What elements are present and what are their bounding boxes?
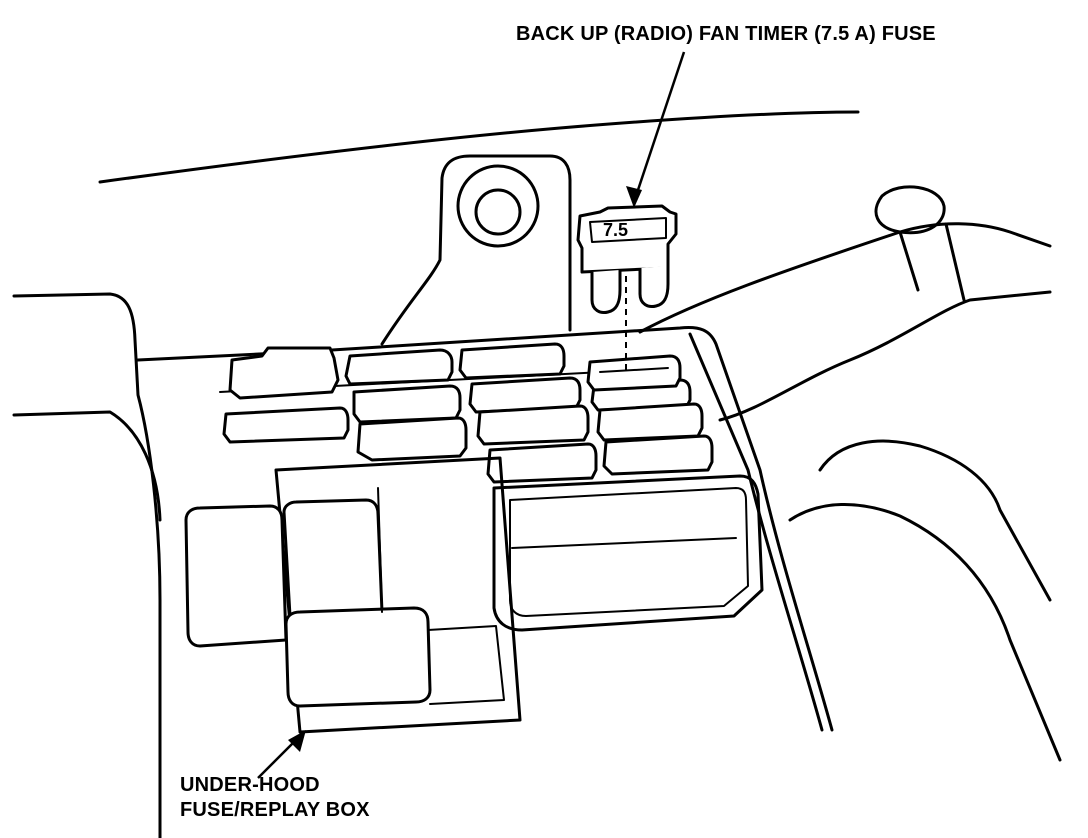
- fuse-box-outline: [136, 326, 834, 732]
- relay-left-2: [282, 498, 384, 618]
- fuse-box-callout-line1: UNDER-HOOD: [180, 774, 320, 796]
- fuse-callout-arrowhead: [626, 186, 642, 208]
- fuse-box-outline-inner: [688, 332, 824, 732]
- hood-edge-line: [98, 110, 860, 184]
- fuse-box-callout-label: UNDER-HOOD FUSE/REPLAY BOX: [180, 773, 370, 823]
- fuse-callout-label: BACK UP (RADIO) FAN TIMER (7.5 A) FUSE: [516, 23, 936, 45]
- fuse-slot-1: [228, 346, 340, 400]
- relay-cover-window: [511, 537, 737, 549]
- fuse-slot-8: [356, 416, 468, 462]
- fuse-slot-9: [476, 404, 590, 446]
- engine-hose: [638, 222, 1052, 334]
- loose-fuse-rating: 7.5: [603, 220, 628, 240]
- loose-fuse-body: [576, 204, 678, 274]
- fuse-callout-leader: [632, 51, 686, 203]
- fuse-box-callout-line2: FUSE/REPLAY BOX: [180, 799, 370, 821]
- hose-clamp-band: [898, 222, 966, 302]
- fuse-slot-11: [602, 434, 714, 476]
- fuse-slot-12: [486, 442, 598, 484]
- socket-slot-line: [599, 367, 669, 373]
- fuse-slot-3: [458, 342, 566, 380]
- engine-block-right: [818, 439, 1052, 602]
- mounting-post: [380, 154, 572, 346]
- relay-bottom: [284, 606, 432, 708]
- left-fender-inner: [12, 410, 162, 522]
- left-fender: [12, 292, 162, 838]
- engine-block-right-lower: [788, 502, 1062, 762]
- relay-bottom-tab: [427, 625, 505, 705]
- relay-cover-inner: [509, 487, 749, 617]
- box-callout-arrowhead: [288, 730, 306, 752]
- hose-clamp: [874, 185, 946, 235]
- relay-cover-outer: [492, 474, 764, 632]
- fuse-slot-7: [222, 406, 350, 444]
- mounting-bolt-inner: [474, 188, 522, 236]
- target-fuse-socket: [586, 354, 682, 392]
- fuse-slot-2: [344, 348, 454, 386]
- mounting-bolt-outer: [456, 164, 540, 248]
- fuse-slot-10: [596, 402, 704, 442]
- loose-fuse-prong-right: [638, 266, 670, 308]
- lower-plate-edge: [377, 487, 383, 613]
- engine-hose-lower: [718, 290, 1052, 422]
- fuse-slot-4: [352, 384, 462, 424]
- loose-fuse-prong-left: [590, 270, 622, 314]
- relay-left-1: [184, 504, 288, 648]
- loose-fuse-label-band: [589, 217, 667, 243]
